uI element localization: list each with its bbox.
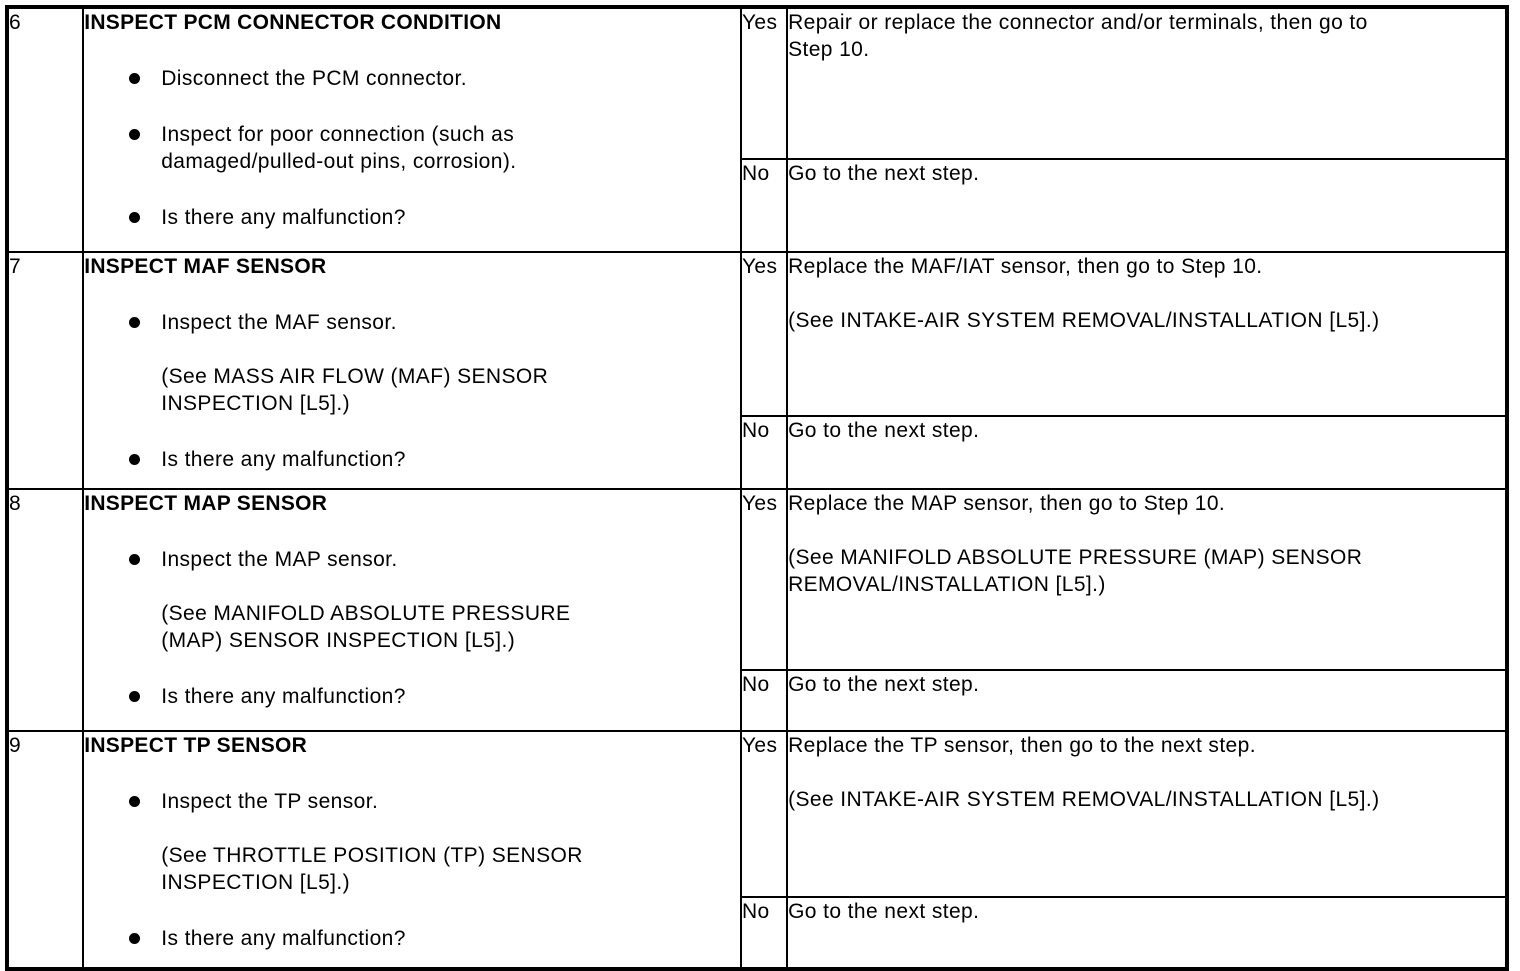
no-label-cell: No	[739, 896, 789, 970]
table-row: No Go to the next step.	[7, 896, 1508, 970]
yes-action-cell: Replace the MAF/IAT sensor, then go to S…	[786, 251, 1508, 417]
table-row: 7 INSPECT MAF SENSOR Inspect the MAF sen…	[5, 251, 1508, 490]
no-action-cell: Go to the next step.	[786, 158, 1508, 253]
yes-label-cell: Yes	[739, 488, 789, 671]
step-number: 8	[5, 488, 85, 732]
yes-action-cell: Repair or replace the connector and/or t…	[786, 6, 1508, 160]
yes-label-cell: Yes	[739, 251, 789, 417]
step-number: 9	[5, 730, 85, 970]
bullet-item: Is there any malfunction?	[85, 683, 739, 710]
action-title: INSPECT PCM CONNECTOR CONDITION	[84, 11, 502, 34]
yes-label-cell: Yes	[739, 730, 789, 898]
bullet-item: Is there any malfunction?	[85, 925, 739, 952]
no-action-cell: Go to the next step.	[786, 669, 1508, 732]
step-number: 6	[5, 6, 85, 253]
table-row: 9 INSPECT TP SENSOR Inspect the TP senso…	[5, 730, 1508, 970]
bullet-item: Inspect the MAP sensor. (See MANIFOLD AB…	[85, 546, 739, 654]
bullet-text: Inspect the TP sensor. (See THROTTLE POS…	[161, 790, 583, 894]
bullet-text: Inspect the MAF sensor. (See MASS AIR FL…	[161, 311, 549, 415]
no-label-cell: No	[739, 415, 789, 490]
no-action-cell: Go to the next step.	[786, 415, 1508, 490]
bullet-text: Is there any malfunction?	[161, 685, 406, 708]
yes-action-cell: Replace the MAP sensor, then go to Step …	[786, 488, 1508, 671]
bullet-text: Is there any malfunction?	[161, 206, 406, 229]
bullet-item: Inspect for poor connection (such as dam…	[85, 121, 739, 175]
bullet-item: Inspect the TP sensor. (See THROTTLE POS…	[85, 788, 739, 896]
bullet-icon	[129, 933, 141, 944]
bullet-icon	[129, 129, 141, 140]
table-row: 6 INSPECT PCM CONNECTOR CONDITION Discon…	[5, 6, 1508, 253]
bullet-icon	[129, 554, 141, 565]
step-number: 7	[5, 251, 85, 490]
bullet-text: Inspect the MAP sensor. (See MANIFOLD AB…	[161, 548, 571, 652]
bullet-text: Disconnect the PCM connector.	[161, 67, 467, 90]
bullet-item: Is there any malfunction?	[85, 204, 739, 231]
bullet-icon	[129, 317, 141, 328]
bullet-icon	[129, 73, 141, 84]
bullet-item: Inspect the MAF sensor. (See MASS AIR FL…	[85, 309, 739, 417]
action-title: INSPECT TP SENSOR	[84, 734, 308, 757]
action-title: INSPECT MAP SENSOR	[84, 492, 328, 515]
action-cell: INSPECT TP SENSOR Inspect the TP sensor.…	[82, 730, 742, 970]
action-cell: INSPECT MAF SENSOR Inspect the MAF senso…	[82, 251, 742, 490]
bullet-icon	[129, 212, 141, 223]
bullet-text: Is there any malfunction?	[161, 927, 406, 950]
bullet-text: Inspect for poor connection (such as dam…	[161, 123, 517, 173]
bullet-icon	[129, 691, 141, 702]
bullet-item: Disconnect the PCM connector.	[85, 65, 739, 92]
no-action-cell: Go to the next step.	[786, 896, 1508, 970]
table-row: No Go to the next step.	[7, 669, 1508, 732]
no-label-cell: No	[739, 669, 789, 732]
table-row: 8 INSPECT MAP SENSOR Inspect the MAP sen…	[5, 488, 1508, 732]
bullet-item: Is there any malfunction?	[85, 446, 739, 473]
action-title: INSPECT MAF SENSOR	[84, 255, 327, 278]
table-row: No Go to the next step.	[7, 415, 1508, 490]
action-cell: INSPECT PCM CONNECTOR CONDITION Disconne…	[82, 6, 742, 253]
table-row: No Go to the next step.	[7, 158, 1508, 253]
bullet-icon	[129, 796, 141, 807]
troubleshooting-table: 6 INSPECT PCM CONNECTOR CONDITION Discon…	[5, 5, 1509, 971]
bullet-icon	[129, 454, 141, 465]
yes-label-cell: Yes	[739, 6, 789, 160]
yes-action-cell: Replace the TP sensor, then go to the ne…	[786, 730, 1508, 898]
no-label-cell: No	[739, 158, 789, 253]
action-cell: INSPECT MAP SENSOR Inspect the MAP senso…	[82, 488, 742, 732]
bullet-text: Is there any malfunction?	[161, 448, 406, 471]
